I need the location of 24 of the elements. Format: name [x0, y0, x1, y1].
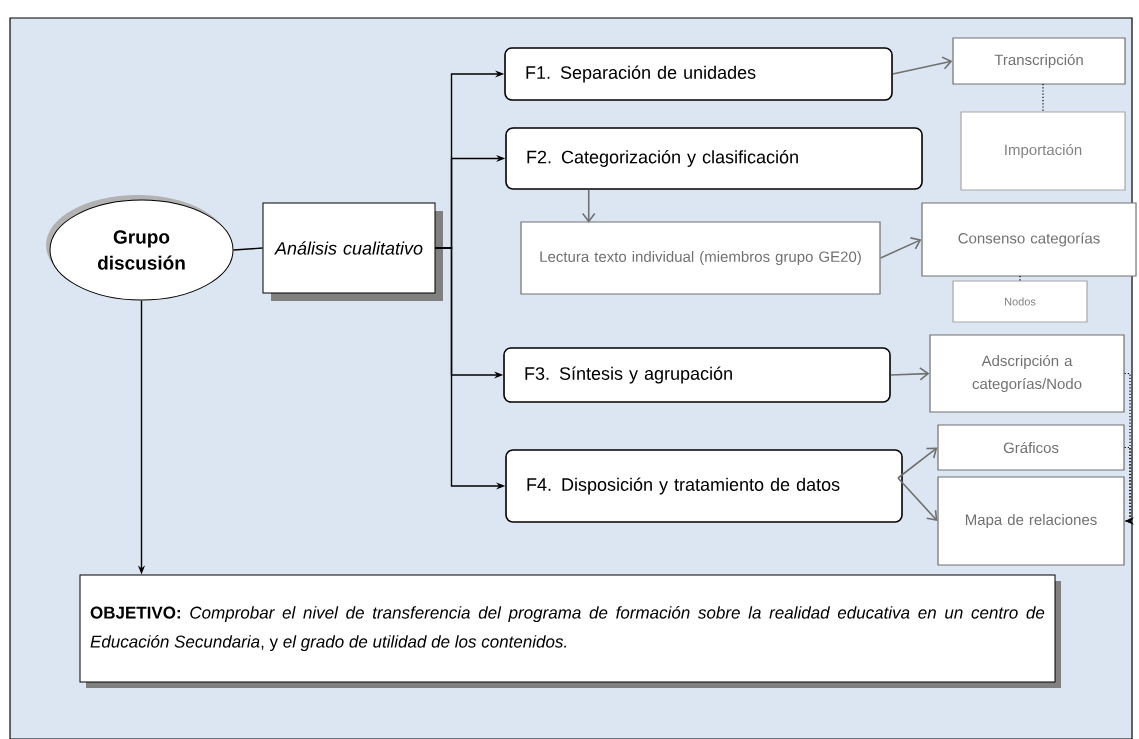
arrow	[897, 477, 938, 521]
arrow	[581, 189, 596, 223]
connector-line	[1019, 275, 1021, 282]
step-box: Mapa de relaciones	[937, 476, 1125, 566]
arrow	[890, 367, 930, 381]
step-box: Lectura texto individual (miembros grupo GE20)	[520, 221, 881, 295]
step-box: Importación	[960, 111, 1126, 191]
step-box: Adscripción a categorías/Nodo	[929, 334, 1125, 413]
step-box: Transcripción	[952, 37, 1126, 85]
arrow	[1124, 446, 1134, 525]
step-box: Consenso categorías	[921, 202, 1137, 277]
phase-box: F1. Separación de unidades	[504, 47, 893, 101]
phase-box: F2. Categorización y clasificación	[505, 127, 923, 190]
analysis-box: Análisis cualitativo	[262, 202, 443, 301]
arrow	[897, 447, 938, 479]
phase-box: F4. Disposición y tratamiento de datos	[505, 449, 903, 523]
arrow	[879, 237, 922, 259]
connector-line	[1042, 83, 1044, 113]
step-box: Nodos	[952, 280, 1088, 323]
objective-box: OBJETIVO: Comprobar el nivel de transferencia del programa de formación sobre la realidad educativa en un centro de Educación Secundaria, y el grado de utilidad de los contenidos.	[79, 574, 1061, 688]
step-box: Gráficos	[937, 424, 1125, 471]
phase-box: F3. Síntesis y agrupación	[503, 347, 891, 403]
connector-line	[232, 247, 264, 251]
arrow	[892, 56, 953, 75]
